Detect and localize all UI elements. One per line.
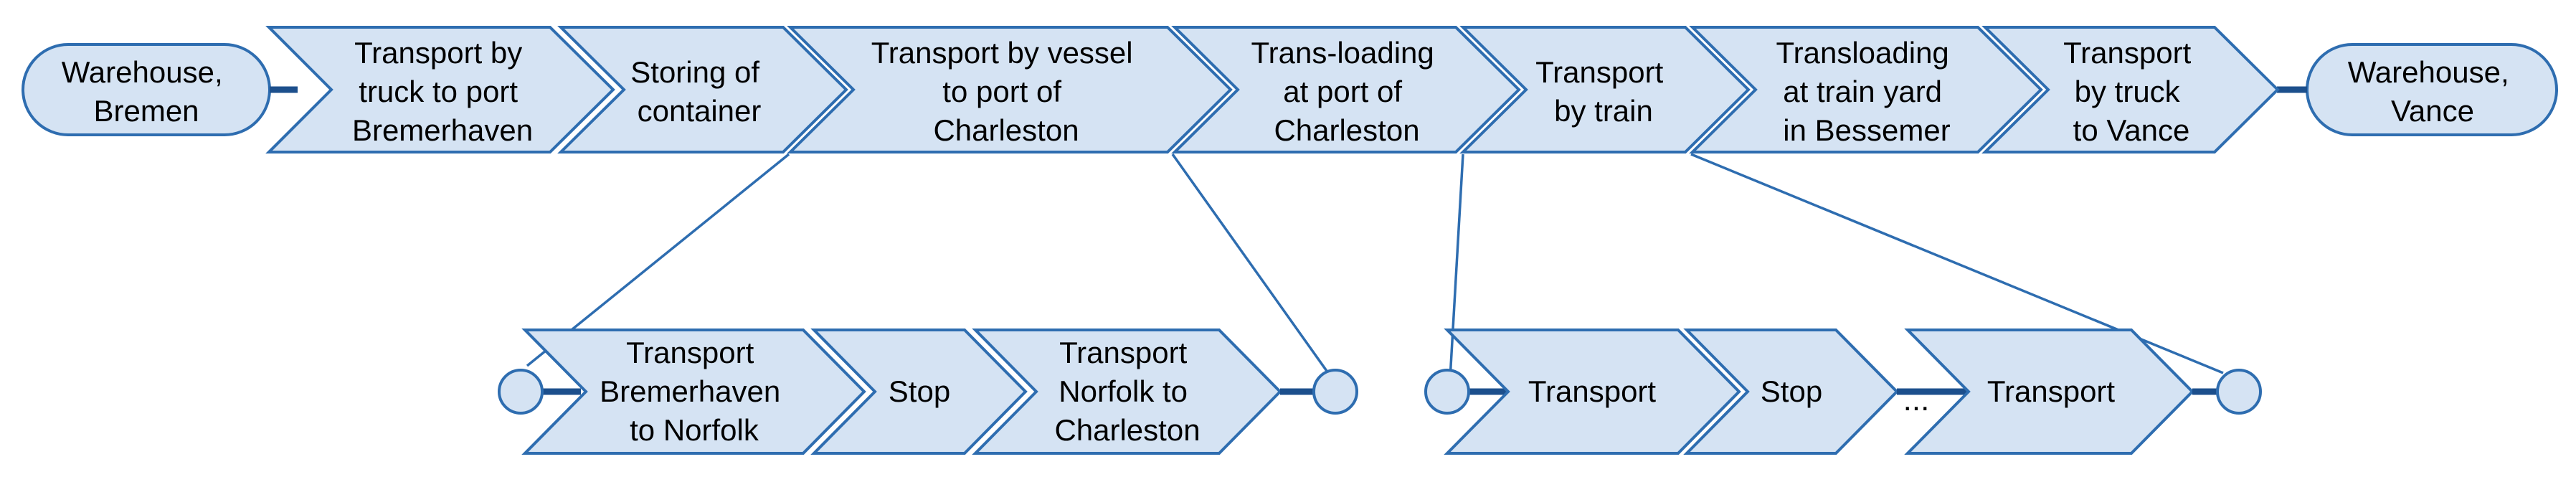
vessel-detail-chain: Transport Bremerhaven to Norfolk Stop Tr… bbox=[498, 329, 1358, 455]
guide-train-left bbox=[1449, 153, 1464, 379]
step-label: Stop bbox=[1761, 374, 1822, 408]
start-terminal bbox=[22, 43, 271, 136]
ellipsis-label: ... bbox=[1903, 382, 1930, 417]
step-train-transport-1: Transport bbox=[1444, 329, 1741, 455]
step-label: Trans-loading at port of Charleston bbox=[1251, 36, 1443, 147]
guide-vessel-right bbox=[1171, 153, 1330, 374]
step-label: Transport by train bbox=[1535, 55, 1672, 128]
step-label: Transport by truck to Vance bbox=[2063, 36, 2199, 147]
step-stop: Stop bbox=[810, 329, 1028, 455]
step-truck-to-bremerhaven: Transport by truck to port Bremerhaven bbox=[265, 26, 615, 153]
end-label: Warehouse, Vance bbox=[2348, 55, 2518, 128]
train-start-event bbox=[1424, 369, 1470, 415]
step-label: Stop bbox=[889, 374, 950, 408]
step-transloading-bessemer: Transloading at train yard in Bessemer bbox=[1684, 26, 2043, 153]
step-label: Transport bbox=[1987, 374, 2116, 408]
step-label: Transport by vessel to port of Charlesto… bbox=[871, 36, 1142, 147]
step-truck-to-vance: Transport by truck to Vance bbox=[1976, 26, 2280, 153]
step-norfolk-to-charleston: Transport Norfolk to Charleston bbox=[972, 329, 1282, 455]
step-label: Storing of container bbox=[630, 55, 767, 128]
vessel-start-event bbox=[498, 369, 544, 415]
step-transport-train: Transport by train bbox=[1454, 26, 1751, 153]
step-bremerhaven-to-norfolk: Transport Bremerhaven to Norfolk bbox=[521, 329, 866, 455]
train-end-event bbox=[2216, 369, 2262, 415]
train-detail-chain: Transport Stop ... Transport bbox=[1424, 329, 2262, 455]
step-label: Transport by truck to port Bremerhaven bbox=[352, 36, 533, 147]
step-train-stop: Stop bbox=[1683, 329, 1899, 455]
step-label: Transloading at train yard in Bessemer bbox=[1776, 36, 1958, 147]
step-label: Transport Norfolk to Charleston bbox=[1054, 336, 1200, 447]
vessel-end-event bbox=[1312, 369, 1358, 415]
step-label: Transport bbox=[1528, 374, 1657, 408]
step-vessel-to-charleston: Transport by vessel to port of Charlesto… bbox=[782, 26, 1233, 153]
end-terminal bbox=[2306, 43, 2558, 136]
step-train-transport-2: Transport bbox=[1904, 329, 2194, 455]
start-label: Warehouse, Bremen bbox=[62, 55, 232, 128]
main-chain: Transport by truck to port Bremerhaven S… bbox=[265, 26, 2280, 153]
step-label: Transport Bremerhaven to Norfolk bbox=[600, 336, 789, 447]
